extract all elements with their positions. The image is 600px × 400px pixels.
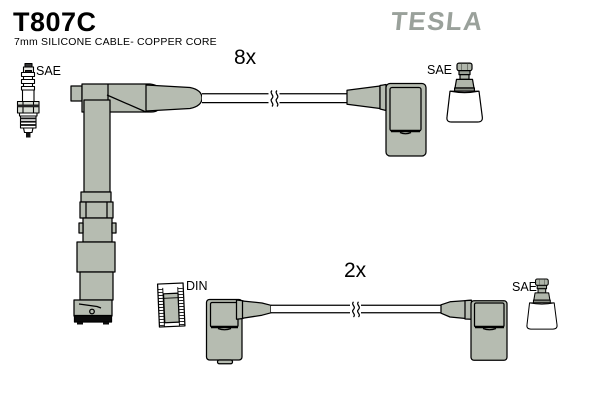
bottom-cable-left-boot bbox=[205, 298, 272, 365]
top-cable-right-boot bbox=[346, 82, 427, 157]
spark-plug-terminal-label: SAE bbox=[36, 64, 62, 78]
part-number: T807C bbox=[13, 7, 97, 37]
bottom-right-terminal-label: SAE bbox=[512, 280, 538, 294]
bottom-cable-wire bbox=[271, 301, 441, 318]
part-description: 7mm SILICONE CABLE- COPPER CORE bbox=[14, 36, 217, 48]
top-cable-wire bbox=[202, 90, 347, 107]
bottom-cable-quantity-label: 2x bbox=[344, 259, 367, 282]
top-cable-left-boot bbox=[70, 83, 203, 325]
top-cable-quantity-label: 8x bbox=[234, 46, 257, 69]
din-terminal-label: DIN bbox=[186, 279, 208, 293]
top-right-terminal-label: SAE bbox=[427, 63, 453, 77]
din-terminal-icon bbox=[156, 282, 186, 328]
spark-plug-icon bbox=[16, 62, 40, 138]
bottom-cable-right-boot bbox=[440, 299, 508, 361]
sae-terminal-icon bbox=[446, 62, 484, 123]
